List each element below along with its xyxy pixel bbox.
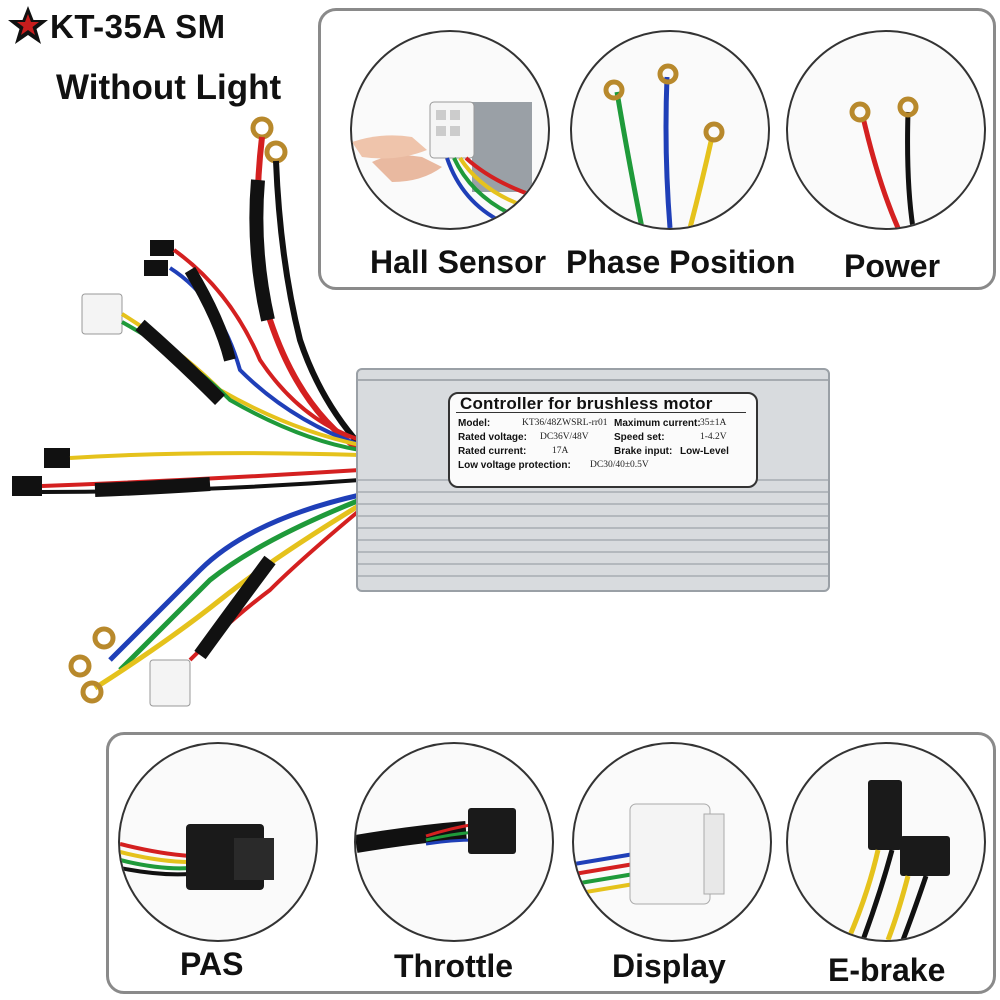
star-icon (8, 6, 48, 44)
rated-current-value: 17A (552, 446, 569, 456)
rated-current-key: Rated current: (458, 446, 527, 457)
low-voltage-key: Low voltage protection: (458, 460, 571, 471)
pas-label: PAS (180, 946, 244, 982)
hall-sensor-photo (350, 30, 550, 230)
power-photo (786, 30, 986, 230)
controller-spec-label (448, 392, 758, 488)
product-subtitle: Without Light (56, 68, 282, 107)
rated-voltage-key: Rated voltage: (458, 432, 527, 443)
rated-voltage-value: DC36V/48V (540, 432, 589, 442)
model-key: Model: (458, 418, 491, 429)
phase-position-label: Phase Position (566, 244, 796, 280)
throttle-photo (354, 742, 554, 942)
e-brake-label: E-brake (828, 952, 946, 988)
power-label: Power (844, 248, 941, 284)
brake-input-key: Brake input: (614, 446, 673, 457)
low-voltage-value: DC30/40±0.5V (590, 460, 649, 470)
pas-photo (118, 742, 318, 942)
e-brake-photo (786, 742, 986, 942)
brake-input-value: Low-Level (680, 446, 729, 457)
display-photo (572, 742, 772, 942)
display-label: Display (612, 948, 726, 984)
phase-position-photo (570, 30, 770, 230)
model-value: KT36/48ZWSRL-rr01 (522, 418, 608, 428)
max-current-value: 35±1A (700, 418, 727, 428)
throttle-label: Throttle (394, 948, 514, 984)
product-title: KT-35A SM (50, 8, 226, 45)
hall-sensor-label: Hall Sensor (370, 244, 547, 280)
speed-set-key: Speed set: (614, 432, 665, 443)
controller-label-title: Controller for brushless motor (460, 394, 713, 413)
label-divider (456, 412, 746, 413)
speed-set-value: 1-4.2V (700, 432, 727, 442)
wiring-harness (12, 116, 363, 707)
max-current-key: Maximum current: (614, 418, 701, 429)
